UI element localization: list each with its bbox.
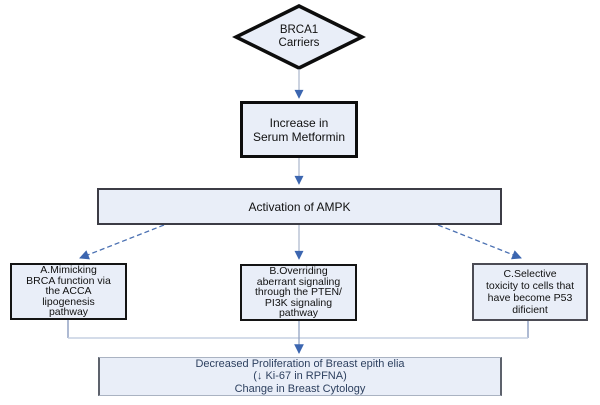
node-text-line: B.Overriding (269, 265, 328, 278)
node-text-line: the ACCA (45, 285, 92, 298)
node-text-line: Change in Breast Cytology (234, 382, 366, 395)
node-serum-metformin: Increase in Serum Metformin (240, 101, 358, 158)
node-brca1-carriers: BRCA1 Carriers (239, 9, 359, 65)
node-text-line: Activation of AMPK (248, 199, 351, 214)
node-text-line: Serum Metformin (252, 129, 346, 144)
node-text-line: Decreased Proliferation of Breast epith … (195, 357, 405, 370)
decision-diamond-shape (232, 4, 366, 70)
node-branch-a-acca-lipogenesis: A.Mimicking BRCA function via the ACCA l… (10, 263, 127, 320)
node-text-line: through the PTEN/ (255, 286, 342, 299)
connector-ampk-to-branch-a-dashed-arrow (79, 224, 165, 260)
node-text-line: lipogenesis (42, 295, 95, 308)
node-text-line: A.Mimicking (40, 264, 97, 277)
node-text-line: BRCA function via (26, 274, 111, 287)
node-text-line: PI3K signaling (264, 296, 333, 309)
node-text-line: have become P53 (487, 292, 573, 304)
node-text-line: (↓ Ki-67 in RPFNA) (253, 370, 347, 383)
node-text-line: toxicity to cells that (485, 280, 575, 292)
node-text-line: pathway (278, 307, 319, 320)
node-text-line: aberrant signaling (256, 275, 341, 288)
node-text-line: dificient (512, 304, 548, 316)
connector-ampk-to-branch-c-dashed-arrow (437, 224, 522, 260)
node-text-line: BRCA1 (279, 24, 319, 36)
node-text-line: Carriers (278, 37, 320, 49)
node-branch-b-pten-pi3k: B.Overriding aberrant signaling through … (240, 264, 357, 321)
node-activation-ampk: Activation of AMPK (97, 188, 502, 225)
node-text-line: Increase in (269, 115, 329, 130)
node-text-line: C.Selective (503, 268, 557, 280)
node-text-line: pathway (48, 306, 89, 319)
node-outcome-decreased-proliferation: Decreased Proliferation of Breast epith … (98, 357, 502, 396)
node-branch-c-p53-toxicity: C.Selective toxicity to cells that have … (472, 263, 588, 321)
